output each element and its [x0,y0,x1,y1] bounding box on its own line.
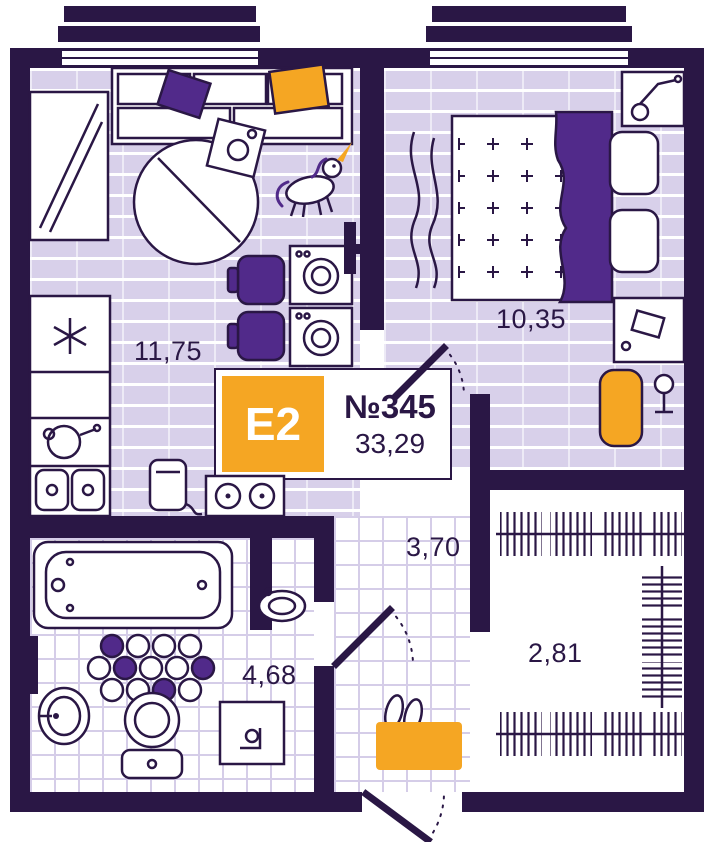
door-living [391,343,465,401]
wall-hall-wardrobe [470,394,490,632]
wall-bathroom-right-upper [314,538,334,602]
room-area-label-wardrobe: 2,81 [528,638,583,668]
washbasin [37,686,91,746]
bath-shelf-sink [257,587,307,623]
kettle [148,458,203,516]
pillow [608,130,660,196]
armchair [598,368,644,448]
wardrobe-mirror [28,90,110,242]
mirror [30,636,38,694]
kitchen-cabinets [28,294,112,518]
unit-number: №345 [344,388,436,425]
door-mat [376,722,462,770]
floor-lamp [653,373,675,414]
pillow [608,208,660,274]
hanger-rail-top [496,512,684,556]
hanger-rail-bottom [496,712,684,756]
unit-info-card: Е2 №345 33,29 [214,368,452,480]
door-entrance [361,789,445,842]
wall-living-bedroom [360,68,384,330]
nightstand [612,296,686,364]
balcony-rail [58,26,260,42]
balcony-rail [432,6,626,22]
wall-living-bathroom [30,516,334,538]
room-area-label-hallway: 3,70 [406,532,461,562]
stove [204,474,286,518]
pouf [226,310,286,362]
unit-info: №345 33,29 [330,370,450,478]
room-area-label-bedroom: 10,35 [496,304,567,334]
window-bedroom [430,48,628,68]
kitchen-sink [42,423,102,460]
balcony-rail [426,26,632,42]
window-living [62,48,258,68]
room-area-label-living: 11,75 [134,336,203,366]
fridge-asterisk-icon [53,318,87,354]
washer-dryer-stack [288,244,354,368]
unit-type-badge: Е2 [222,376,324,472]
door-bathroom [331,605,414,669]
purple-pillow [155,68,213,120]
room-area-label-bathroom: 4,68 [242,660,297,690]
balcony-rail [64,6,256,22]
pebbles [86,633,216,703]
tv [344,222,362,274]
wall-left [10,48,30,812]
unicorn-toy [275,142,352,218]
bathtub [32,540,234,630]
pouf [226,254,286,306]
double-basin [34,468,106,512]
unicorn-horn [337,142,352,162]
curtain [409,131,439,289]
shower-tray [218,700,286,766]
wall-bathroom-right-lower [314,666,334,792]
unit-total-area: 33,29 [354,428,426,459]
desk-with-lamp [620,70,686,128]
wall-bottom-left [10,792,362,812]
wall-bedroom-wardrobe [470,470,684,490]
hanger-rail-right [642,566,682,708]
wall-bottom-right [462,792,704,812]
wall-right [684,48,704,812]
bed [450,110,660,304]
toilet [120,691,184,780]
coffee-table [205,117,267,179]
blanket [554,110,614,304]
orange-throw [267,63,331,115]
